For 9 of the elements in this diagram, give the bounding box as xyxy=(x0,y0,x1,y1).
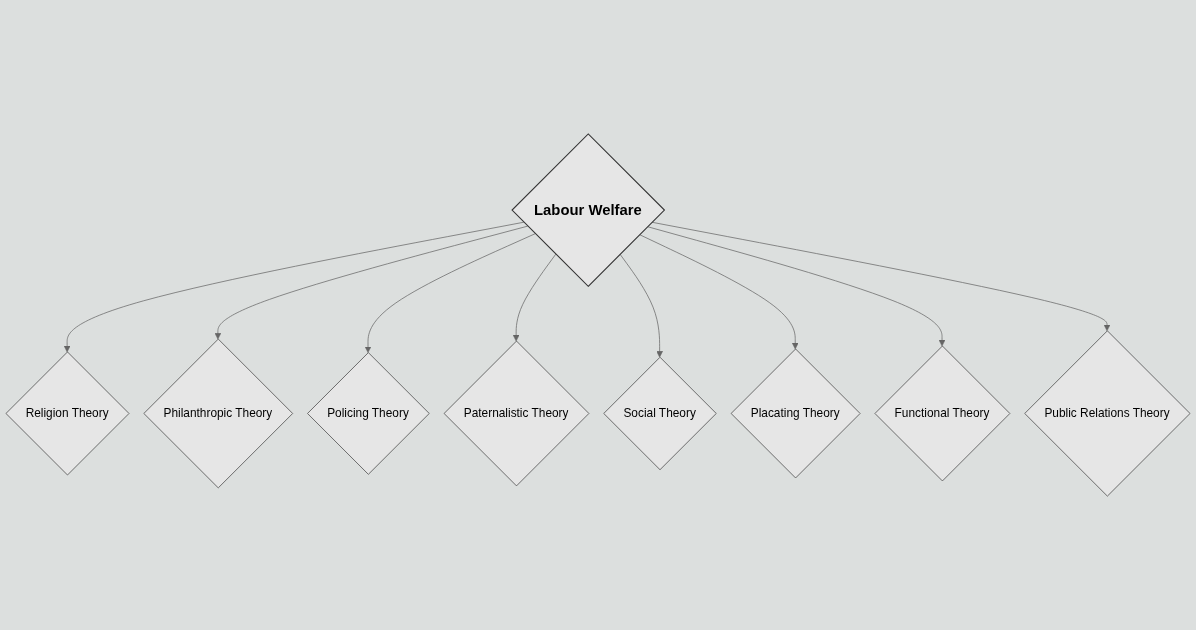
node-diamond: Public Relations Theory xyxy=(1024,330,1191,497)
node-diamond: Paternalistic Theory xyxy=(443,340,590,487)
node-diamond: Philanthropic Theory xyxy=(143,338,294,489)
node-diamond: Functional Theory xyxy=(874,345,1011,482)
node-diamond: Social Theory xyxy=(603,356,717,471)
node-diamond: Placating Theory xyxy=(730,348,861,479)
node-diamond: Labour Welfare xyxy=(511,133,666,288)
node-diamond: Policing Theory xyxy=(307,352,430,475)
node-diamond: Religion Theory xyxy=(5,351,130,476)
